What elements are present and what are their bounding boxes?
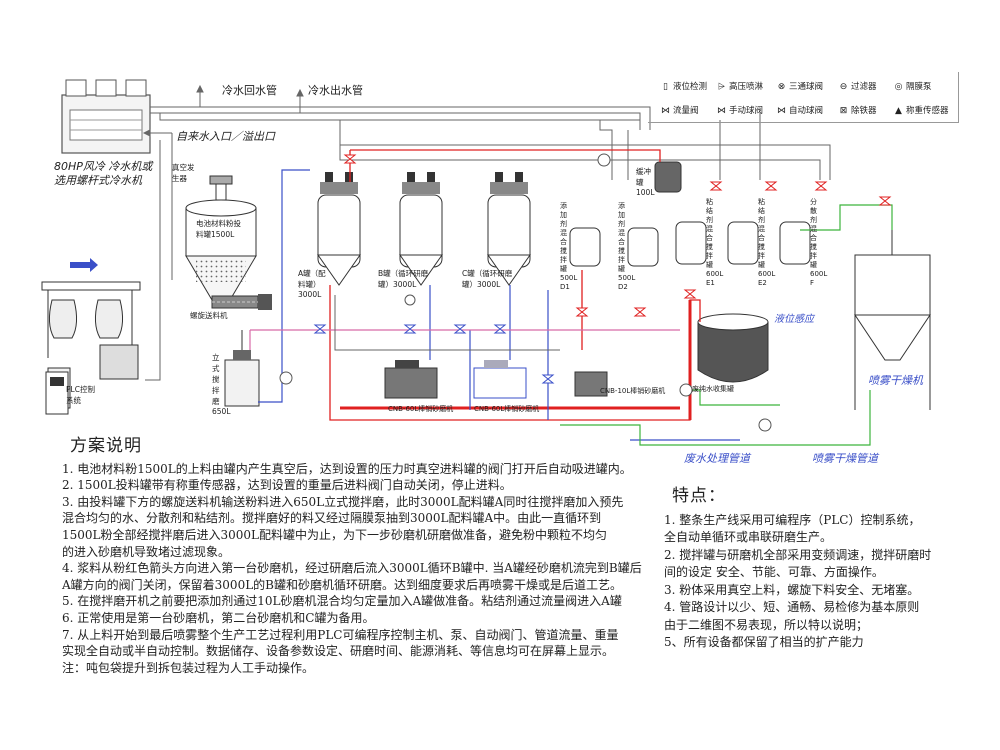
flow-valve-icon: ⋈: [661, 106, 670, 116]
legend-flow-valve: ⋈流量阀: [661, 106, 699, 116]
scheme-line: 4. 浆料从粉红色箭头方向进入第一台砂磨机，经过研磨后流入3000L循环B罐中.…: [62, 561, 642, 576]
binder-tank-e1-label: 粘结剂混合搅拌罐600L E1: [706, 198, 724, 287]
feature-line: 间的设定 安全、节能、可靠、方面操作。: [664, 565, 884, 579]
scheme-line: 实现全自动或半自动控制。数据储存、设备参数设定、研磨时间、能源消耗、等信息均可在…: [62, 644, 615, 659]
additive-tank-d1-label: 添加剂混合搅拌罐500L D1: [560, 202, 578, 291]
powder-tank: [185, 175, 257, 301]
legend-filter: ⊖过滤器: [839, 82, 877, 92]
valve-icons-blue: [313, 324, 555, 384]
mill-1-label: CNB-60L棒销砂磨机: [388, 405, 454, 413]
vertical-mixer-label: 立式搅拌磨650L: [212, 353, 231, 416]
additive-tank-d2-label: 添加剂混合搅拌罐500L D2: [618, 202, 636, 291]
scheme-line: 的进入砂磨机导致堵过滤现象。: [62, 544, 231, 559]
scheme-line: 3. 由投料罐下方的螺旋送料机输送粉料进入650L立式搅拌磨，此时3000L配料…: [62, 494, 624, 509]
scheme-description: 方案说明 1. 电池材料粉1500L的上料由罐内产生真空后，达到设置的压力时真空…: [62, 438, 642, 676]
binder-tank-e2-label: 粘结剂混合搅拌罐600L E2: [758, 198, 776, 287]
tank-c: [487, 172, 531, 286]
chiller-outlet-label: 冷水出水管: [308, 84, 363, 97]
legend-iron-remover: ⊠除铁器: [839, 106, 877, 116]
legend-spray: ⩥高压喷淋: [717, 82, 764, 92]
chiller-return-label: 冷水回水管: [222, 84, 277, 97]
three-way-valve-icon: ⊗: [777, 82, 786, 92]
legend-three-way: ⊗三通球阀: [777, 82, 824, 92]
scheme-line: 1. 电池材料粉1500L的上料由罐内产生真空后，达到设置的压力时真空进料罐的阀…: [62, 461, 632, 476]
waste-tank-label: 废纯水收集罐: [692, 385, 734, 393]
legend-level-detect: ▯液位检测: [660, 80, 707, 92]
spray-icon: ⩥: [717, 82, 726, 92]
scheme-title: 方案说明: [70, 436, 142, 456]
waste-pipe-label: 废水处理管道: [684, 452, 750, 465]
spray-dryer-label: 喷雾干燥机: [868, 374, 923, 387]
vertical-mixer: [224, 330, 260, 407]
pump-icons: [279, 153, 772, 432]
features-description: 特点： 1. 整条生产线采用可编程序（PLC）控制系统， 全自动单循环或串联研磨…: [664, 486, 932, 652]
features-title: 特点：: [672, 486, 726, 506]
scheme-line: 注：吨包袋提升到拆包装过程为人工手动操作。: [62, 660, 315, 675]
arrow-icon: [70, 258, 98, 272]
legend-manual-valve: ⋈手动球阀: [717, 106, 764, 116]
scheme-line: 6. 正常使用是第一台砂磨机，第二台砂磨机和C罐为备用。: [62, 610, 375, 625]
manual-valve-icon: ⋈: [717, 106, 726, 116]
buffer-tank: [654, 161, 682, 193]
feature-line: 由于二维图不易表现，所以特以说明；: [664, 617, 869, 632]
scheme-line: A罐方向的阀门关闭，保留着3000L的B罐和砂磨机循环研磨。达到细度要求后再喷雾…: [62, 577, 622, 592]
plc-panel: [45, 371, 69, 415]
scheme-line: 1500L粉全部经搅拌磨后进入3000L配料罐中为止，为下一步砂磨机研磨做准备，…: [62, 527, 608, 542]
legend-auto-valve: ⋈自动球阀: [777, 106, 824, 116]
sand-mills: [384, 360, 608, 399]
screw-feeder: [211, 294, 272, 310]
feature-line: 4. 管路设计以少、短、通畅、易检修为基本原则: [664, 600, 920, 614]
legend-weight-sensor: ▲称重传感器: [893, 104, 948, 116]
waste-tank: [697, 313, 769, 383]
mill-3-label: CNB-10L棒销砂磨机: [600, 387, 666, 395]
chiller-caption-1: 80HP风冷 冷水机或: [54, 160, 153, 173]
tank-b: [399, 172, 443, 286]
legend-diaphragm-pump: ◎隔膜泵: [894, 82, 932, 92]
feature-line: 2. 搅拌罐与研磨机全部采用变频调速，搅拌研磨时: [664, 547, 932, 562]
weight-sensor-icon: ▲: [895, 106, 902, 116]
powder-tank-label: 电池材料粉投料罐1500L: [196, 219, 241, 239]
buffer-tank-label: 缓冲罐100L: [636, 167, 655, 197]
chiller-caption-2: 选用螺杆式冷水机: [54, 174, 142, 187]
level-sensor-label: 液位感应: [774, 314, 814, 325]
auto-valve-icon: ⋈: [777, 106, 786, 116]
feature-line: 5、所有设备都保留了相当的扩产能力: [664, 635, 864, 649]
legend: [648, 72, 959, 123]
scheme-line: 5. 在搅拌磨开机之前要把添加剂通过10L砂磨机混合均匀定量加入A罐做准备。粘结…: [62, 594, 622, 609]
feature-line: 全自动单循环或串联研磨生产。: [664, 530, 833, 544]
spray-dryer: [854, 230, 931, 410]
dispersant-tank-f-label: 分散剂混合搅拌罐600L F: [810, 198, 828, 287]
level-detect-icon: ▯: [663, 82, 668, 92]
filter-icon: ⊖: [839, 82, 848, 92]
plc-label: PLC控制系统: [66, 385, 95, 405]
blue-pipes: [258, 169, 740, 441]
screw-feeder-label: 螺旋送料机: [190, 311, 228, 320]
feature-line: 3. 粉体采用真空上料，螺旋下料安全、无堵塞。: [664, 582, 920, 597]
tank-a-label: A罐（配料罐）3000L: [298, 269, 326, 299]
chiller-pipes: [142, 84, 831, 180]
tank-c-label: C罐（循环研磨罐）3000L: [462, 269, 513, 289]
chiller-unit: [61, 79, 151, 154]
mill-2-label: CNB-60L棒销砂磨机: [474, 405, 540, 413]
scheme-line: 7. 从上料开始到最后喷雾整个生产工艺过程利用PLC可编程序控制主机、泵、自动阀…: [62, 627, 619, 642]
tank-b-label: B罐（循环研磨罐）3000L: [378, 269, 429, 289]
scheme-line: 混合均匀的水、分散剂和粘结剂。搅拌磨好的料又经过隔膜泵抽到3000L配料罐A中。…: [62, 511, 602, 526]
diaphragm-pump-icon: ◎: [894, 82, 903, 92]
iron-remover-icon: ⊠: [839, 106, 848, 116]
scheme-line: 2. 1500L投料罐带有称重传感器，达到设置的重量后进料阀门自动关闭，停止进料…: [62, 478, 512, 493]
vacuum-generator-label: 真空发生器: [172, 163, 195, 183]
additive-tanks: [569, 221, 811, 267]
chiller-inlet-label: 自来水入口／溢出口: [176, 130, 275, 143]
tank-a: [317, 172, 361, 286]
valve-icons: [343, 154, 892, 317]
gray-pipes: [145, 133, 560, 381]
spray-pipe-label: 喷雾干燥管道: [812, 452, 878, 465]
feature-line: 1. 整条生产线采用可编程序（PLC）控制系统，: [664, 512, 921, 527]
